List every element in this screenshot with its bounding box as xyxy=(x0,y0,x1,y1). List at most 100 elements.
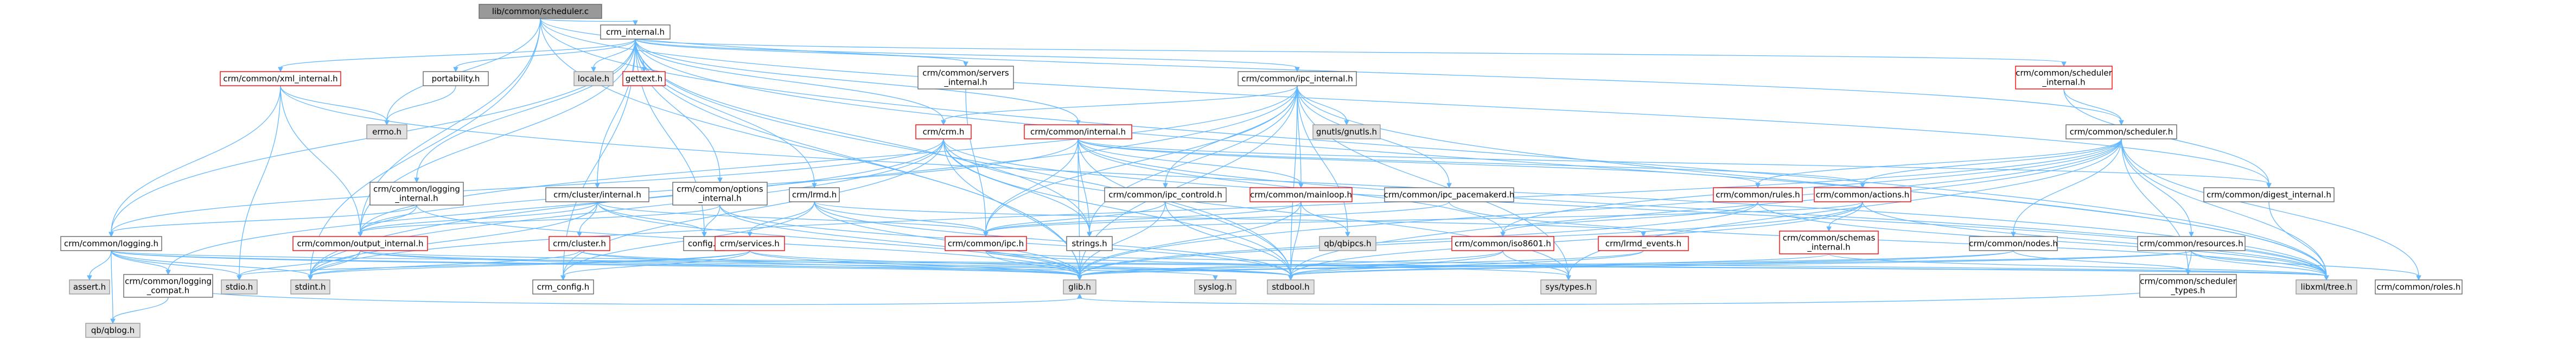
edge-line xyxy=(2191,250,2419,277)
node-lrmd-events[interactable]: crm/lrmd_events.h xyxy=(1598,236,1689,251)
edge-line xyxy=(593,39,636,68)
edge-line xyxy=(1089,85,1298,233)
node-log-int[interactable]: crm/common/logging_internal.h xyxy=(369,182,464,206)
edge-crm_internal-to-xml_internal xyxy=(278,39,636,73)
node-gettext[interactable]: gettext.h xyxy=(622,71,666,86)
node-label: locale.h xyxy=(578,74,609,84)
node-nodes[interactable]: crm/common/nodes.h xyxy=(1969,236,2058,251)
node-label: config.h xyxy=(688,239,720,248)
node-box xyxy=(2203,187,2335,202)
node-cluster-int[interactable]: crm/cluster/internal.h xyxy=(545,187,649,202)
node-common-int[interactable]: crm/common/internal.h xyxy=(1024,124,1132,139)
edge-line xyxy=(111,138,944,233)
node-resources[interactable]: crm/common/resources.h xyxy=(2137,236,2246,251)
edge-line xyxy=(635,39,966,63)
edge-arrowhead xyxy=(1077,293,1082,299)
node-strings[interactable]: strings.h xyxy=(1066,236,1113,251)
edge-line xyxy=(1568,138,2122,277)
edge-line xyxy=(310,201,598,277)
node-box xyxy=(1319,236,1376,251)
edge-arrowhead xyxy=(1641,232,1646,238)
node-box xyxy=(60,236,162,251)
edge-common_int-to-glib xyxy=(1077,138,1082,281)
edge-arrowhead xyxy=(2189,232,2194,238)
node-box xyxy=(2015,66,2113,90)
node-log-compat[interactable]: crm/common/logging_compat.h xyxy=(123,274,213,298)
node-stdint: stdint.h xyxy=(290,279,330,295)
node-label: lib/common/scheduler.c xyxy=(492,7,589,16)
edge-line xyxy=(1079,138,2122,277)
edge-line xyxy=(360,250,1080,277)
node-box xyxy=(2375,279,2463,295)
node-scheduler-h[interactable]: crm/common/scheduler.h xyxy=(2065,124,2177,139)
node-box xyxy=(369,182,464,206)
node-roles[interactable]: crm/common/roles.h xyxy=(2375,279,2463,295)
edge-line xyxy=(111,250,311,277)
node-crm-internal[interactable]: crm_internal.h xyxy=(600,24,671,40)
node-digest-int[interactable]: crm/common/digest_internal.h xyxy=(2203,187,2335,202)
node-rules[interactable]: crm/common/rules.h xyxy=(1713,187,1803,202)
node-cluster-h[interactable]: crm/cluster.h xyxy=(549,236,610,251)
edge-services-to-crm_config xyxy=(560,250,750,281)
edge-arrowhead xyxy=(1755,183,1761,189)
node-ipc-pace[interactable]: crm/common/ipc_pacemakerd.h xyxy=(1384,187,1515,202)
edge-line xyxy=(597,39,636,184)
node-mainloop[interactable]: crm/common/mainloop.h xyxy=(1249,187,1353,202)
node-box xyxy=(917,66,1014,90)
node-schemas-int[interactable]: crm/common/schemas_internal.h xyxy=(1779,231,1879,254)
node-label: portability.h xyxy=(432,74,480,84)
edge-line xyxy=(455,39,636,68)
edge-line xyxy=(943,138,2327,277)
edge-arrowhead xyxy=(702,232,707,238)
edge-line xyxy=(985,201,1166,233)
edge-line xyxy=(1079,250,1503,277)
node-servers-int[interactable]: crm/common/servers_internal.h xyxy=(917,66,1014,90)
edge-line xyxy=(985,138,1079,233)
node-label: crm/common/scheduler.h xyxy=(2070,127,2173,137)
node-label: stdbool.h xyxy=(1272,282,1310,292)
node-syslog: syslog.h xyxy=(1194,279,1236,295)
node-xml-internal[interactable]: crm/common/xml_internal.h xyxy=(220,71,341,86)
edge-arrowhead xyxy=(237,275,242,281)
node-ipc-ctrld[interactable]: crm/common/ipc_controld.h xyxy=(1104,187,1227,202)
node-portability[interactable]: portability.h xyxy=(423,71,489,86)
edge-line xyxy=(1077,138,1090,233)
node-logging[interactable]: crm/common/logging.h xyxy=(60,236,162,251)
node-opt-int[interactable]: crm/common/options_internal.h xyxy=(672,182,768,206)
node-output-int[interactable]: crm/common/output_internal.h xyxy=(292,236,428,251)
edge-scheduler_h-to-roles xyxy=(2121,138,2421,281)
edge-line xyxy=(1077,138,1302,184)
node-label: crm/cluster/internal.h xyxy=(553,190,641,200)
node-ipc-h[interactable]: crm/common/ipc.h xyxy=(945,236,1027,251)
node-sched-types[interactable]: crm/common/scheduler_types.h xyxy=(2139,274,2237,298)
node-lrmd[interactable]: crm/lrmd.h xyxy=(789,187,840,202)
node-services[interactable]: crm/services.h xyxy=(715,236,785,251)
node-iso8601[interactable]: crm/common/iso8601.h xyxy=(1451,236,1554,251)
node-box xyxy=(423,71,489,86)
edge-resources-to-libxml xyxy=(2191,250,2329,281)
node-label: crm/cluster.h xyxy=(553,239,606,248)
node-crm-config[interactable]: crm_config.h xyxy=(532,279,594,295)
edge-line xyxy=(168,138,944,271)
node-root[interactable]: lib/common/scheduler.c xyxy=(479,4,602,19)
node-locale: locale.h xyxy=(573,71,614,86)
edge-arrowhead xyxy=(1213,275,1218,281)
edge-arrowhead xyxy=(278,67,283,73)
node-box xyxy=(292,236,428,251)
node-ipc-int[interactable]: crm/common/ipc_internal.h xyxy=(1238,71,1357,86)
edge-line xyxy=(360,205,720,233)
edge-line xyxy=(2121,138,2192,233)
node-crm-h[interactable]: crm/crm.h xyxy=(915,124,972,139)
node-box xyxy=(1598,236,1689,251)
edge-arrowhead xyxy=(453,67,458,73)
edge-line xyxy=(985,250,1080,277)
node-label: crm_internal.h xyxy=(606,27,665,37)
node-box xyxy=(1024,124,1132,139)
node-label: _types.h xyxy=(2170,286,2205,296)
edge-line xyxy=(1077,138,1863,184)
edge-crm_internal-to-ipc_int xyxy=(635,39,1300,73)
node-label: _internal.h xyxy=(698,194,741,204)
edge-output_int-to-stdio xyxy=(237,250,361,281)
node-actions[interactable]: crm/common/actions.h xyxy=(1814,187,1911,202)
node-sched-int[interactable]: crm/common/scheduler_internal.h xyxy=(2015,66,2113,90)
